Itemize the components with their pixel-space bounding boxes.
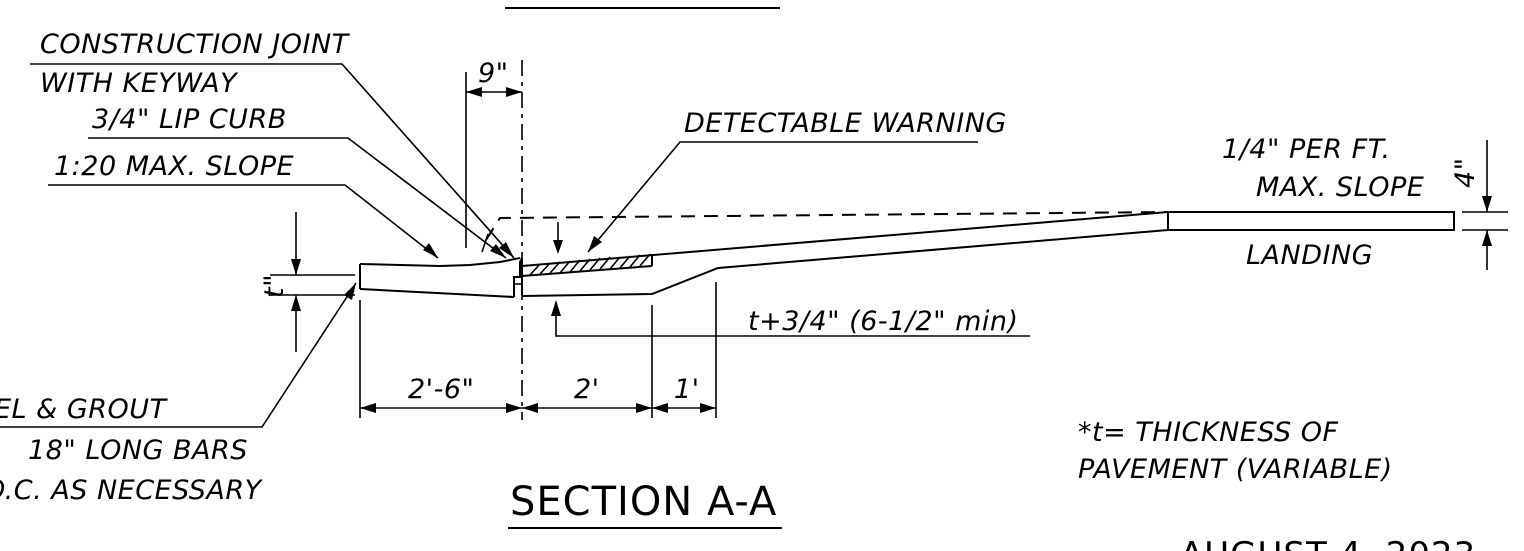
label-max-slope-ratio: 1:20 MAX. SLOPE xyxy=(54,151,294,182)
left-slab-top xyxy=(359,257,521,268)
bottom-dimension-extensions xyxy=(359,282,717,418)
label-dowel-line1: EL & GROUT xyxy=(0,394,169,425)
label-dowel-line2: 18" LONG BARS xyxy=(28,435,248,466)
dimension-1ft xyxy=(652,403,716,413)
dim-t-text: t" xyxy=(259,274,290,298)
dimension-2ft xyxy=(522,403,652,413)
section-title: SECTION A-A xyxy=(510,479,777,525)
date-stamp: AUGUST 4, 2023 xyxy=(1180,535,1476,551)
landing-slab xyxy=(1167,211,1455,231)
detectable-band-bottom xyxy=(521,265,653,277)
dimension-4in xyxy=(1462,140,1508,270)
ramp-bottom xyxy=(521,229,1169,297)
leader-max-slope xyxy=(48,184,439,259)
dim-2ft-6in-text: 2'-6" xyxy=(408,374,474,405)
label-with-keyway: WITH KEYWAY xyxy=(40,68,239,99)
leader-dowel-grout xyxy=(0,282,357,428)
dim-1ft-text: 1' xyxy=(674,374,700,405)
dimension-9in xyxy=(466,87,522,97)
label-max-slope: MAX. SLOPE xyxy=(1256,172,1424,203)
label-lip-curb: 3/4" LIP CURB xyxy=(92,104,287,135)
label-thickness-callout: t+3/4" (6-1/2" min) xyxy=(748,306,1019,337)
label-thickness-note-2: PAVEMENT (VARIABLE) xyxy=(1078,454,1393,485)
leader-lip-curb xyxy=(88,137,507,259)
leader-detectable-warning xyxy=(587,141,978,253)
detectable-warning-hatch xyxy=(529,253,651,276)
label-dowel-line3: O.C. AS NECESSARY xyxy=(0,475,264,506)
dim-9in-text: 9" xyxy=(478,58,509,89)
dim-4in-text: 4" xyxy=(1450,157,1481,188)
label-thickness-note-1: *t= THICKNESS OF xyxy=(1078,417,1339,448)
lip-curb xyxy=(513,257,523,297)
left-slab-bottom xyxy=(359,288,515,298)
dimension-2ft-6in xyxy=(360,403,522,413)
dim-2ft-text: 2' xyxy=(574,374,600,405)
leader-construction-joint xyxy=(30,63,515,259)
label-landing: LANDING xyxy=(1246,240,1373,271)
dimension-t-left xyxy=(270,212,355,352)
label-detectable-warning: DETECTABLE WARNING xyxy=(684,108,1007,139)
label-construction-joint: CONSTRUCTION JOINT xyxy=(40,29,351,60)
label-per-ft: 1/4" PER FT. xyxy=(1222,134,1391,165)
existing-grade-dashed xyxy=(485,211,1169,241)
